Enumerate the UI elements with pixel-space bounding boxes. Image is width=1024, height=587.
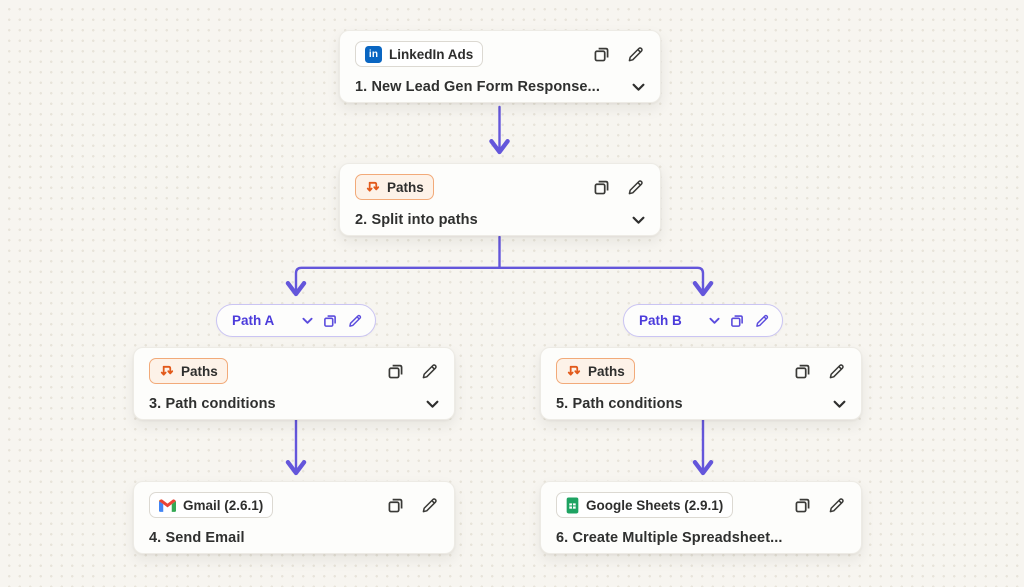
chevron-down-icon[interactable] — [426, 400, 439, 409]
app-badge-paths[interactable]: Paths — [149, 358, 228, 384]
step-card-2-paths[interactable]: Paths 2. Split into paths — [339, 163, 661, 236]
app-badge-label: Paths — [387, 179, 424, 195]
app-badge-label: LinkedIn Ads — [389, 46, 474, 62]
step-title: 5. Path conditions — [556, 396, 683, 412]
copy-icon[interactable] — [729, 313, 745, 329]
step-card-5-paths[interactable]: Paths 5. Path conditions — [540, 347, 862, 420]
copy-icon[interactable] — [592, 45, 611, 64]
copy-icon[interactable] — [386, 362, 405, 381]
pencil-icon[interactable] — [420, 496, 439, 515]
step-card-3-paths[interactable]: Paths 3. Path conditions — [133, 347, 455, 420]
step-title: 2. Split into paths — [355, 212, 478, 228]
chevron-down-icon[interactable] — [833, 400, 846, 409]
paths-split-icon — [159, 364, 174, 379]
app-badge-paths[interactable]: Paths — [556, 358, 635, 384]
app-badge-label: Paths — [181, 363, 218, 379]
pencil-icon[interactable] — [420, 362, 439, 381]
paths-split-icon — [566, 364, 581, 379]
app-badge-label: Paths — [588, 363, 625, 379]
step-title: 6. Create Multiple Spreadsheet... — [556, 530, 783, 546]
app-badge-paths[interactable]: Paths — [355, 174, 434, 200]
copy-icon[interactable] — [386, 496, 405, 515]
step-title: 1. New Lead Gen Form Response... — [355, 79, 600, 95]
chevron-down-icon[interactable] — [632, 83, 645, 92]
pencil-icon[interactable] — [827, 496, 846, 515]
copy-icon[interactable] — [322, 313, 338, 329]
copy-icon[interactable] — [592, 178, 611, 197]
copy-icon[interactable] — [793, 362, 812, 381]
pencil-icon[interactable] — [347, 313, 363, 329]
pencil-icon[interactable] — [626, 45, 645, 64]
path-a-pill[interactable]: Path A — [216, 304, 376, 337]
step-card-4-gmail[interactable]: Gmail (2.6.1) 4. Send Email — [133, 481, 455, 554]
pencil-icon[interactable] — [754, 313, 770, 329]
path-label: Path B — [639, 313, 682, 328]
gmail-icon — [159, 498, 176, 512]
chevron-down-icon[interactable] — [709, 317, 720, 325]
app-badge-google-sheets[interactable]: Google Sheets (2.9.1) — [556, 492, 734, 518]
path-b-pill[interactable]: Path B — [623, 304, 783, 337]
step-title: 3. Path conditions — [149, 396, 276, 412]
step-card-6-google-sheets[interactable]: Google Sheets (2.9.1) 6. Create Multiple… — [540, 481, 862, 554]
chevron-down-icon[interactable] — [632, 216, 645, 225]
pencil-icon[interactable] — [827, 362, 846, 381]
step-title: 4. Send Email — [149, 530, 245, 546]
linkedin-icon: in — [365, 45, 382, 63]
app-badge-label: Gmail (2.6.1) — [183, 497, 264, 513]
copy-icon[interactable] — [793, 496, 812, 515]
google-sheets-icon — [566, 497, 579, 514]
app-badge-linkedin-ads[interactable]: in LinkedIn Ads — [355, 41, 484, 67]
paths-split-icon — [365, 180, 380, 195]
step-card-1-linkedin-ads[interactable]: in LinkedIn Ads 1. New Lead Gen Form Res… — [339, 30, 661, 103]
app-badge-label: Google Sheets (2.9.1) — [586, 497, 724, 513]
app-badge-gmail[interactable]: Gmail (2.6.1) — [149, 492, 274, 518]
pencil-icon[interactable] — [626, 178, 645, 197]
path-label: Path A — [232, 313, 275, 328]
chevron-down-icon[interactable] — [302, 317, 313, 325]
